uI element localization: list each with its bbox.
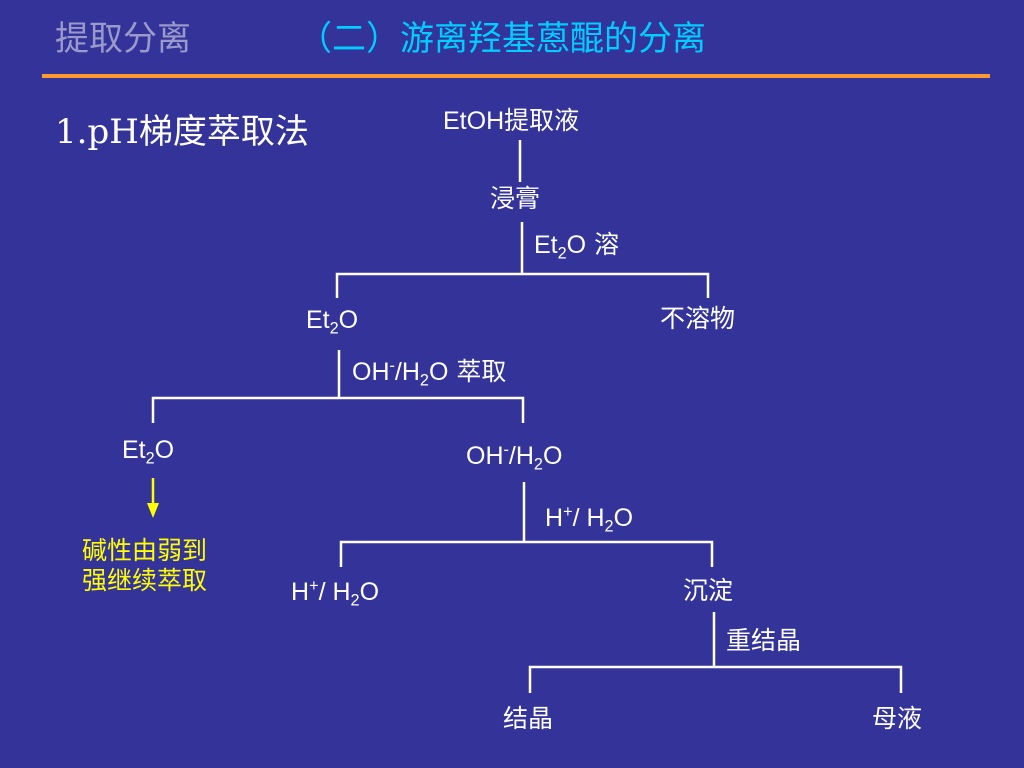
ether-soluble-node: Et2O [306,306,359,338]
step-dissolve-label: Et2O 溶 [534,230,620,263]
step-recrystallize-label: 重结晶 [726,626,802,655]
step-base-extract-label: OH-/H2O 萃取 [352,356,507,390]
down-arrow-icon [147,478,159,518]
alkaline-layer-node: OH-/H2O [466,441,563,474]
crystal-node: 结晶 [503,704,554,733]
precipitate-node: 沉淀 [683,576,734,605]
mother-liquor-node: 母液 [872,704,923,733]
slide-subtitle: （二）游离羟基蒽醌的分离 [298,19,706,59]
acid-water-node: H+/ H2O [291,577,380,610]
extract-node: 浸膏 [490,184,541,213]
start-node-formula: EtOH [443,107,505,135]
title-rule [42,74,990,78]
step-acidify-label: H+/ H2O [545,503,634,536]
start-node-label: 提取液 [504,106,580,135]
method-heading: 1.pH梯度萃取法 [55,112,309,152]
continue-extract-note: 碱性由弱到 强继续萃取 [82,536,208,595]
ether-layer-node: Et2O [122,436,175,468]
slide-title: 提取分离 [55,19,191,59]
start-node: EtOH提取液 [443,108,579,134]
insoluble-node: 不溶物 [660,304,736,333]
